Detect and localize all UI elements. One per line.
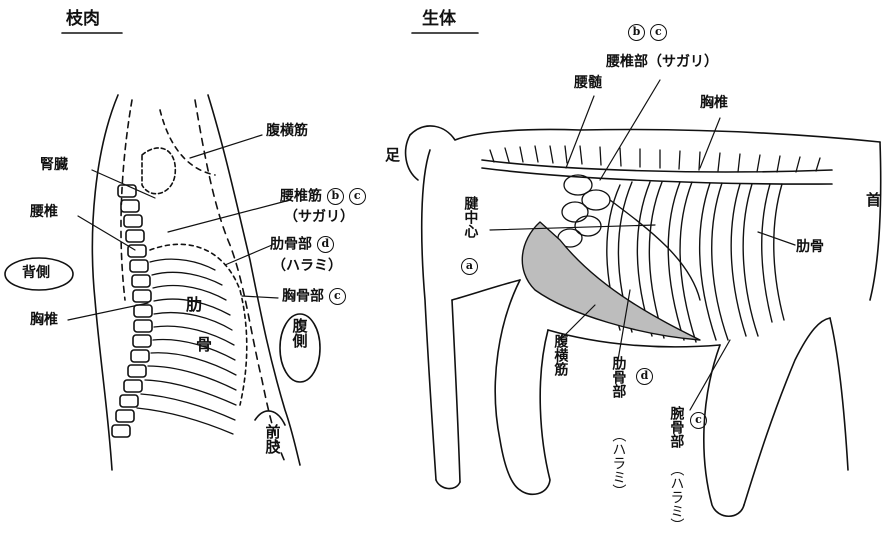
label-central-tendon-mark: a — [461, 258, 478, 275]
label-carpal-part: 腕骨部 — [668, 406, 683, 448]
label-thoracic-vertebrae-right: 胸椎 — [700, 96, 728, 111]
carcass-right-edge — [208, 95, 300, 465]
hind-leg-2-inner — [520, 330, 550, 494]
mark-d: d — [317, 236, 334, 253]
label-leg: 足 — [385, 147, 400, 164]
label-neck: 首 — [866, 192, 881, 209]
carcass-left-edge — [92, 95, 118, 470]
label-bone-char: 骨 — [196, 336, 212, 354]
back-line — [410, 126, 880, 142]
label-transverse-abdominal-left: 腹横筋 — [266, 124, 308, 139]
diaphragm-shaded — [522, 222, 700, 340]
mark-d: d — [636, 368, 653, 385]
label-rib-char: 肋 — [186, 296, 202, 314]
label-carpal-part-mark: c — [690, 412, 707, 429]
label-harami-left: （ハラミ） — [272, 259, 342, 274]
label-sagari-left: （サガリ） — [284, 210, 354, 225]
label-thoracic-vertebrae-left: 胸椎 — [30, 313, 58, 328]
front-leg-2 — [830, 318, 848, 470]
spinous-processes — [490, 146, 820, 172]
lumbar-vertebrae — [558, 175, 610, 247]
label-lumbar-muscle: 腰椎筋 b c — [280, 188, 366, 205]
diaphragm-outline — [150, 244, 247, 405]
mark-a: a — [461, 258, 478, 275]
label-lumbar-vertebrae-left: 腰椎 — [30, 205, 58, 220]
mark-b: b — [327, 188, 344, 205]
mark-c: c — [329, 288, 346, 305]
right-title: 生体 — [422, 10, 456, 29]
label-ribs-right: 肋骨 — [796, 240, 824, 255]
ribs — [137, 259, 236, 434]
hind-leg-2 — [495, 280, 520, 490]
label-rib-part-left: 肋骨部 d — [270, 236, 334, 253]
label-rib-part-right-mark: d — [636, 368, 653, 385]
label-sternum-part: 胸骨部 c — [282, 288, 346, 305]
hind-hoof — [436, 480, 460, 489]
vertebrae — [112, 185, 152, 437]
front-leg-inner — [744, 318, 830, 505]
label-forelimb: 前肢 — [264, 424, 281, 454]
label-harami-right-2: （ハラミ） — [668, 462, 683, 532]
label-central-tendon: 腱中心 — [462, 196, 477, 238]
neck-line — [870, 142, 881, 300]
label-lumbar-cord: 腰髄 — [574, 76, 602, 91]
belly-line-rear — [452, 280, 520, 300]
front-leg — [704, 345, 744, 516]
left-title: 枝肉 — [66, 10, 100, 29]
label-ventral: 腹側 — [291, 318, 308, 348]
mark-c: c — [349, 188, 366, 205]
label-top-marks: b c — [628, 24, 667, 41]
label-rib-part-right: 肋骨部 — [610, 356, 625, 398]
mark-c: c — [650, 24, 667, 41]
hind-leg-front — [452, 300, 460, 482]
label-lumbar-part-sagari: 腰椎部（サガリ） — [606, 55, 718, 70]
mark-b: b — [628, 24, 645, 41]
hind-leg-back — [422, 150, 436, 480]
label-harami-right-1: （ハラミ） — [610, 428, 625, 498]
kidney-outline — [142, 148, 175, 194]
label-kidney: 腎臓 — [40, 158, 68, 173]
rump — [406, 135, 418, 180]
dashed-line — [195, 100, 285, 462]
label-transverse-abdominal-right: 腹横筋 — [552, 334, 567, 376]
label-dorsal: 背側 — [22, 266, 50, 281]
mark-c: c — [690, 412, 707, 429]
